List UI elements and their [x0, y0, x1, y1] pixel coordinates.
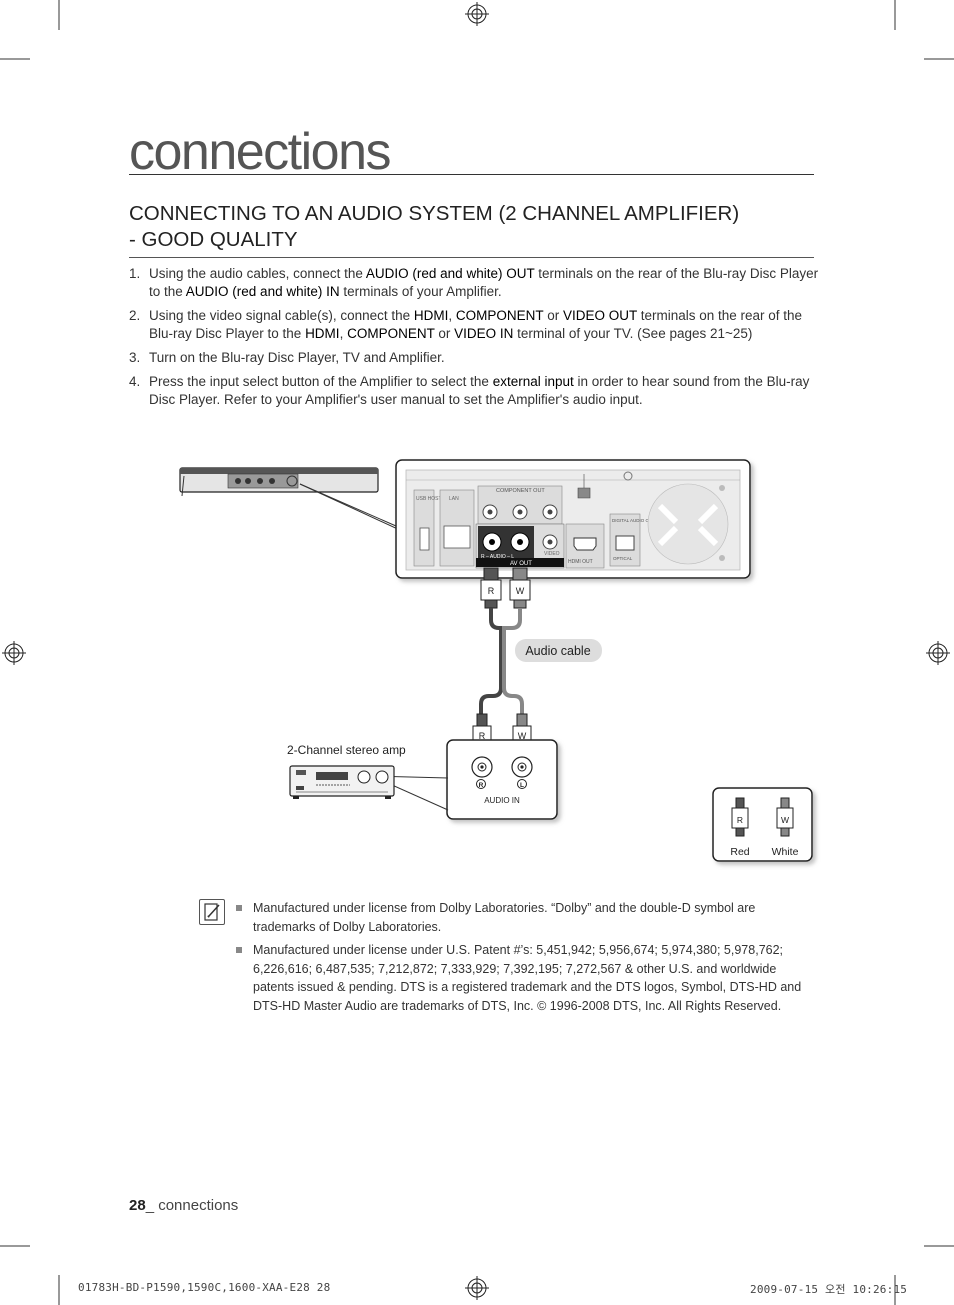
step-keyword: VIDEO IN: [454, 326, 514, 341]
stereo-amplifier: [289, 765, 395, 799]
page-section-label: _ connections: [145, 1197, 239, 1214]
lower-plug-w-label: W: [518, 731, 527, 741]
upper-plug-w-label: W: [516, 586, 525, 596]
upper-plug-red: R: [480, 567, 502, 609]
step-keyword: VIDEO OUT: [562, 308, 637, 323]
step-number: 3.: [129, 350, 141, 365]
step-keyword: HDMI: [413, 308, 449, 323]
amp-label: 2-Channel stereo amp: [287, 743, 406, 757]
section-header: connections: [129, 123, 814, 181]
step-text: or: [543, 308, 563, 323]
page-heading: CONNECTING TO AN AUDIO SYSTEM (2 CHANNEL…: [129, 201, 814, 258]
note-text: Manufactured under license under U.S. Pa…: [253, 943, 802, 1013]
av-out-label: AV OUT: [510, 561, 532, 567]
notes-list: Manufactured under license from Dolby La…: [236, 899, 816, 1020]
step-item: 1. Using the audio cables, connect the AU…: [129, 265, 819, 301]
video-label: VIDEO: [544, 551, 560, 557]
step-keyword: COMPONENT: [455, 308, 544, 323]
jack-l-label: L: [520, 782, 524, 789]
step-text: or: [434, 326, 455, 341]
step-number: 4.: [129, 374, 141, 389]
audio-rl-label: R – AUDIO – L: [481, 554, 514, 560]
step-item: 2. Using the video signal cable(s), conne…: [129, 307, 819, 343]
page-number: 28: [129, 1197, 146, 1214]
registration-mark-top: [465, 2, 489, 26]
step-text: Using the audio cables, connect the: [149, 266, 366, 281]
legend-red-label: Red: [730, 846, 749, 858]
legend-plug-w: W: [781, 815, 789, 825]
step-text: in order to hear sound from the Blu-ray …: [149, 374, 810, 407]
bluray-player: [179, 467, 379, 497]
optical-label: OPTICAL: [613, 556, 633, 561]
step-text: ,: [448, 308, 456, 323]
print-slug-right: 2009-07-15 오전 10:26:15: [750, 1283, 908, 1296]
heading-line-2: - GOOD QUALITY: [129, 228, 298, 251]
instruction-steps: 1. Using the audio cables, connect the AU…: [129, 265, 819, 415]
step-text: terminals on the rear of the Blu-ray Dis…: [149, 308, 803, 341]
step-keyword: COMPONENT: [347, 326, 435, 341]
audio-cable-label: Audio cable: [525, 644, 590, 658]
step-text: Using the video signal cable(s), connect…: [149, 308, 414, 323]
step-keyword: AUDIO (red and white) IN: [185, 284, 340, 299]
note-text: Manufactured under license from Dolby La…: [253, 901, 756, 934]
digital-audio-out-label: DIGITAL AUDIO OUT: [612, 518, 655, 523]
upper-plug-white: W: [509, 567, 531, 609]
audio-in-label: AUDIO IN: [484, 796, 520, 805]
bullet-square-icon: [236, 905, 242, 911]
section-title: connections: [129, 123, 392, 181]
lower-plug-r-label: R: [479, 731, 486, 741]
audio-cable-wire: [479, 608, 524, 728]
step-text: ,: [339, 326, 348, 341]
step-keyword: AUDIO (red and white) OUT: [365, 266, 535, 281]
step-keyword: external input: [492, 374, 574, 389]
component-out-label: COMPONENT OUT: [496, 488, 545, 494]
note-item: Manufactured under license from Dolby La…: [236, 899, 816, 936]
step-keyword: HDMI: [305, 326, 340, 341]
legend-white-label: White: [772, 846, 799, 858]
hdmi-out-label: HDMI OUT: [568, 559, 593, 565]
color-legend: R W Red White: [712, 787, 813, 862]
step-text: Press the input select button of the Amp…: [149, 374, 493, 389]
step-item: 3. Turn on the Blu-ray Disc Player, TV an…: [129, 349, 819, 367]
connection-diagram: USB HOST LAN COMPONENT OUT R – AUDIO – L…: [179, 459, 813, 862]
amp-input-zoom: R L AUDIO IN: [446, 739, 558, 820]
rear-panel-zoom: USB HOST LAN COMPONENT OUT R – AUDIO – L…: [395, 459, 751, 579]
step-item: 4. Press the input select button of the A…: [129, 373, 819, 409]
step-number: 1.: [129, 266, 141, 281]
step-text: terminal of your TV. (See pages 21~25): [513, 326, 753, 341]
upper-plug-r-label: R: [488, 586, 495, 596]
jack-r-label: R: [479, 782, 484, 789]
page-footer: 28_ connections: [129, 1197, 238, 1214]
bullet-square-icon: [236, 947, 242, 953]
registration-mark-bottom: [465, 1276, 489, 1300]
print-slug-left: 01783H-BD-P1590,1590C,1600-XAA-E28 28: [78, 1281, 331, 1294]
audio-cable-label-box: Audio cable: [515, 639, 602, 662]
legend-plug-r: R: [737, 815, 743, 825]
lan-label: LAN: [449, 496, 459, 502]
step-text: terminals on the rear of the Blu-ray Dis…: [149, 266, 819, 299]
usb-host-label: USB HOST: [416, 496, 442, 502]
step-text: Turn on the Blu-ray Disc Player, TV and …: [149, 350, 445, 365]
note-item: Manufactured under license under U.S. Pa…: [236, 941, 816, 1015]
note-icon: [199, 899, 225, 925]
heading-line-1: CONNECTING TO AN AUDIO SYSTEM (2 CHANNEL…: [129, 202, 740, 225]
step-text: terminals of your Amplifier.: [339, 284, 502, 299]
step-number: 2.: [129, 308, 141, 323]
